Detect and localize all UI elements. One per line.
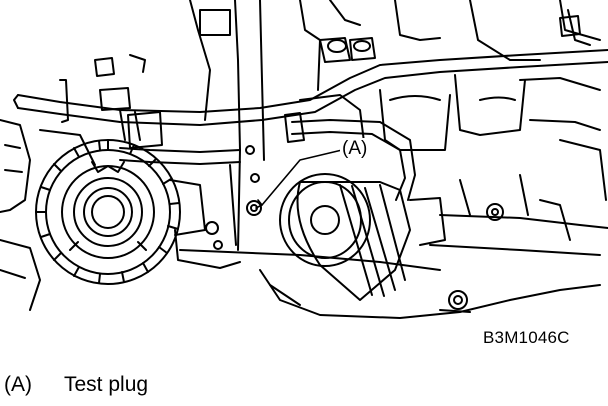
legend-key: (A) bbox=[4, 373, 32, 396]
left-housing bbox=[0, 119, 241, 311]
callout-label-a: (A) bbox=[340, 138, 370, 160]
engine-illustration: (A) B3M1046C bbox=[0, 0, 608, 347]
oil-pan bbox=[259, 139, 608, 319]
oil-filter bbox=[279, 173, 411, 301]
crank-sprocket bbox=[35, 139, 181, 285]
figure-code: B3M1046C bbox=[483, 328, 570, 347]
oil-line bbox=[119, 112, 416, 201]
engine-block-upper bbox=[189, 0, 601, 251]
legend: (A) Test plug bbox=[4, 372, 148, 398]
coolant-pipe bbox=[13, 49, 608, 149]
legend-text: Test plug bbox=[64, 373, 149, 396]
callout-leader bbox=[255, 149, 343, 209]
top-fittings bbox=[94, 15, 581, 111]
